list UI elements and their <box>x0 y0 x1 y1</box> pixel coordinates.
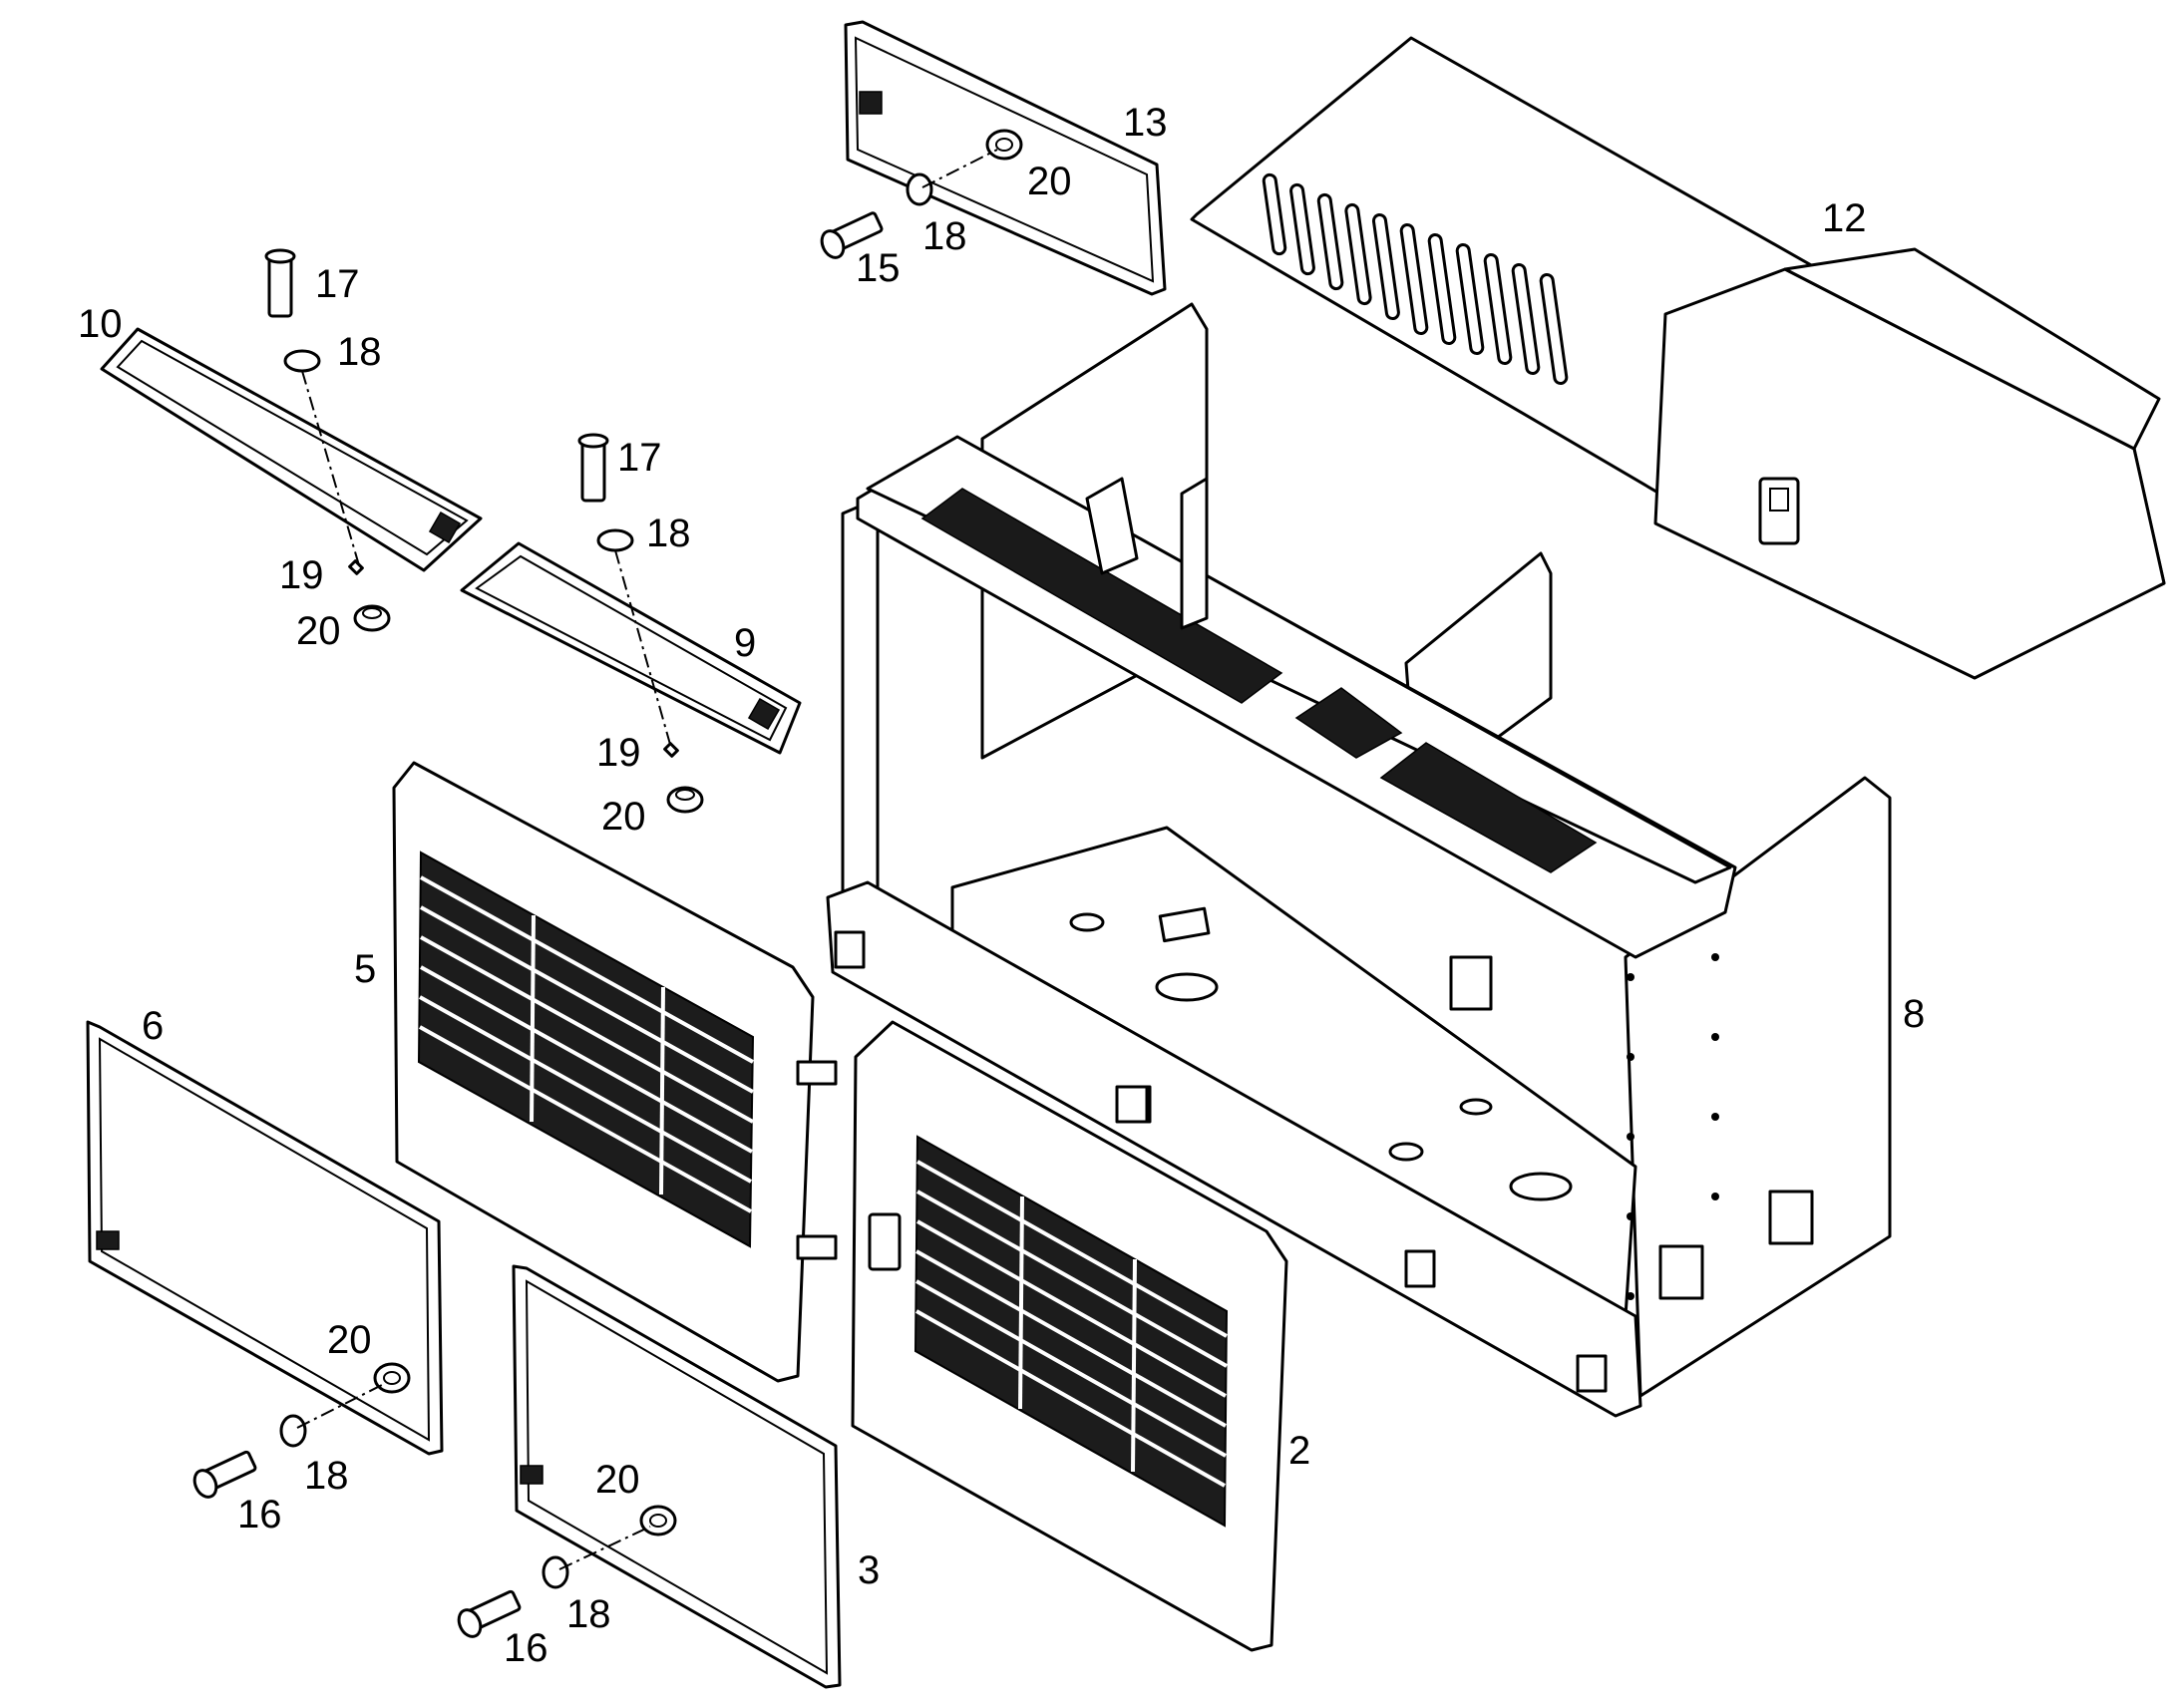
door-hinges <box>796 1060 838 1260</box>
nut-20-b <box>666 786 704 814</box>
nut-20-e <box>639 1505 677 1537</box>
callout-20-e: 20 <box>595 1458 640 1502</box>
grille-slats-right <box>915 1160 1228 1488</box>
washer-18-e <box>542 1555 569 1589</box>
bolt-16-b <box>457 1589 522 1638</box>
callout-16-a: 16 <box>237 1493 282 1537</box>
callout-5: 5 <box>354 947 376 991</box>
gasket-part-10 <box>100 327 483 572</box>
washer-18-b <box>596 528 634 552</box>
callout-13: 13 <box>1123 101 1168 145</box>
callout-20-a: 20 <box>296 609 341 653</box>
callout-20-d: 20 <box>327 1318 372 1362</box>
washer-18-a <box>283 349 321 373</box>
callout-16-b: 16 <box>504 1626 548 1670</box>
bolt-15 <box>820 211 884 259</box>
nut-20-a <box>353 604 391 632</box>
callout-20-c: 20 <box>1027 160 1072 203</box>
callout-18-a: 18 <box>337 330 382 374</box>
grille-slats-left <box>419 875 754 1213</box>
callout-19-a: 19 <box>279 553 324 597</box>
washer-19-b <box>663 742 679 758</box>
bolt-17-a <box>264 248 296 318</box>
callout-19-b: 19 <box>596 731 641 775</box>
hood-vent-slots <box>1262 172 1569 386</box>
grille-door-part-2 <box>851 1020 1288 1652</box>
callout-20-b: 20 <box>601 795 646 839</box>
nut-20-c <box>985 129 1023 161</box>
callout-9: 9 <box>734 621 756 665</box>
grille-door-part-5 <box>392 761 815 1383</box>
callout-6: 6 <box>142 1004 164 1048</box>
washer-18-d <box>279 1414 307 1448</box>
callout-18-d: 18 <box>304 1454 349 1498</box>
frame-body-part-8 <box>826 302 1892 1418</box>
callout-3: 3 <box>858 1548 880 1592</box>
callout-18-c: 18 <box>922 214 967 258</box>
nut-20-d <box>373 1362 411 1394</box>
callout-15: 15 <box>856 246 901 290</box>
callout-18-b: 18 <box>646 512 691 555</box>
bolt-17-b <box>577 433 609 503</box>
washer-18-c <box>906 172 933 206</box>
callout-17-b: 17 <box>617 436 662 480</box>
top-hood-part-12 <box>1190 36 2166 680</box>
callout-12: 12 <box>1822 196 1867 240</box>
gasket-part-6 <box>86 1020 444 1456</box>
callout-10: 10 <box>78 302 123 346</box>
callout-17-a: 17 <box>315 262 360 306</box>
callout-8: 8 <box>1903 992 1925 1036</box>
washer-19-a <box>348 559 364 575</box>
callout-2: 2 <box>1288 1429 1310 1473</box>
callout-labels: 2 3 5 6 8 9 10 12 13 15 16 16 17 17 18 1… <box>78 101 1925 1670</box>
callout-18-e: 18 <box>566 1592 611 1636</box>
gasket-part-3 <box>512 1264 842 1689</box>
hardware-fasteners <box>192 129 1023 1638</box>
gasket-part-9 <box>460 541 802 755</box>
bolt-16-a <box>192 1450 257 1499</box>
